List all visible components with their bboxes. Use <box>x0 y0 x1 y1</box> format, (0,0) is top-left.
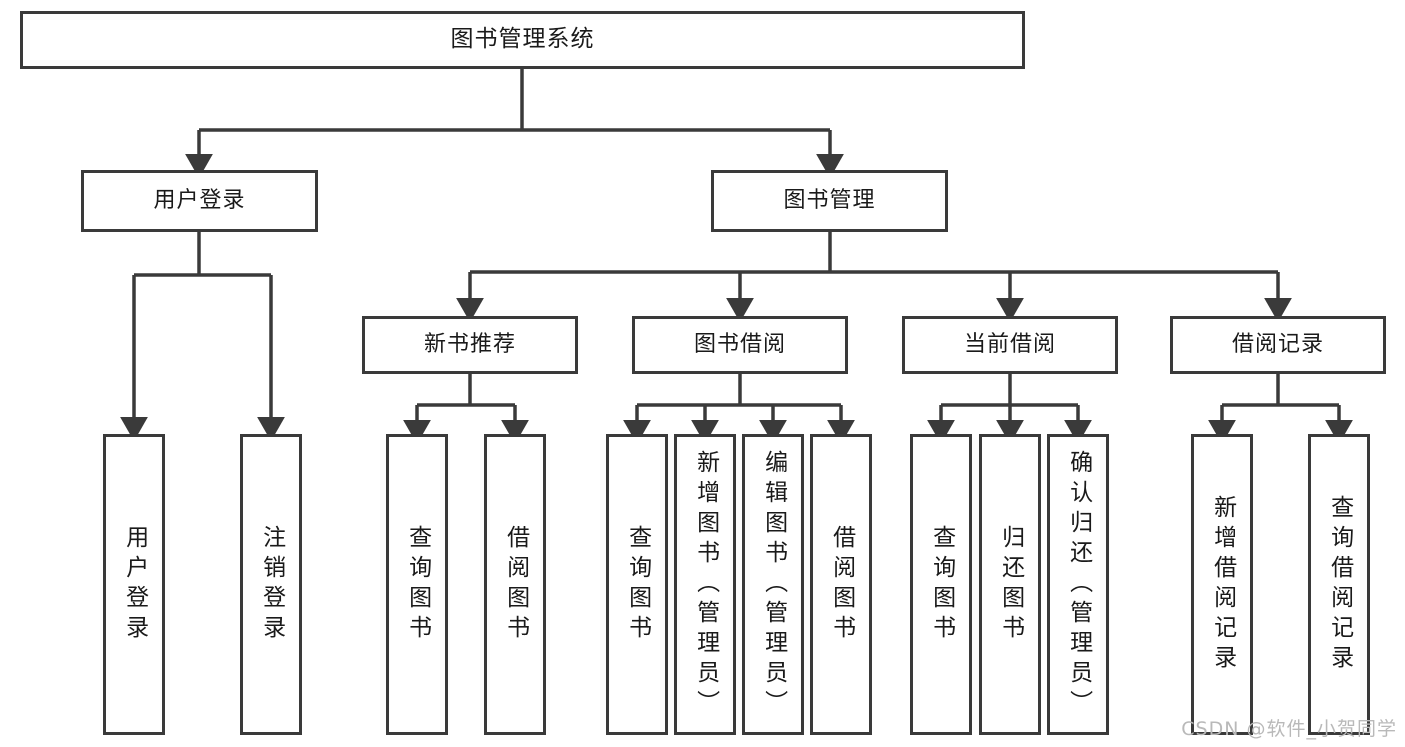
node-leaf-edit-book-admin[interactable]: 编辑图书（管理员） <box>742 434 804 735</box>
node-leaf-query-book-recommend[interactable]: 查询图书 <box>386 434 448 735</box>
node-label: 新增借阅记录 <box>1209 494 1236 675</box>
node-label: 注销登录 <box>258 524 285 645</box>
node-leaf-user-login[interactable]: 用户登录 <box>103 434 165 735</box>
node-label: 归还图书 <box>997 524 1024 645</box>
csdn-watermark: CSDN @软件_小贺同学 <box>1181 718 1397 740</box>
node-label: 新增图书（管理员） <box>692 449 719 720</box>
node-new-book-recommend[interactable]: 新书推荐 <box>362 316 578 374</box>
node-book-borrow[interactable]: 图书借阅 <box>632 316 848 374</box>
node-leaf-borrow-book[interactable]: 借阅图书 <box>810 434 872 735</box>
node-label: 确认归还（管理员） <box>1065 449 1092 720</box>
node-leaf-add-borrow-record[interactable]: 新增借阅记录 <box>1191 434 1253 735</box>
node-user-login[interactable]: 用户登录 <box>81 170 318 232</box>
node-label: 查询借阅记录 <box>1326 494 1353 675</box>
node-leaf-query-book-current[interactable]: 查询图书 <box>910 434 972 735</box>
node-leaf-query-book-borrow[interactable]: 查询图书 <box>606 434 668 735</box>
node-label: 图书管理 <box>783 187 876 213</box>
node-leaf-borrow-book-recommend[interactable]: 借阅图书 <box>484 434 546 735</box>
node-label: 借阅图书 <box>502 524 529 645</box>
node-book-management[interactable]: 图书管理 <box>711 170 948 232</box>
node-label: 当前借阅 <box>963 331 1056 357</box>
node-current-borrow[interactable]: 当前借阅 <box>902 316 1118 374</box>
node-leaf-confirm-return-admin[interactable]: 确认归还（管理员） <box>1047 434 1109 735</box>
node-label: 用户登录 <box>153 187 246 213</box>
node-leaf-return-book[interactable]: 归还图书 <box>979 434 1041 735</box>
node-label: 借阅图书 <box>828 524 855 645</box>
node-borrow-record[interactable]: 借阅记录 <box>1170 316 1386 374</box>
node-label: 图书借阅 <box>693 331 786 357</box>
node-label: 图书管理系统 <box>450 26 595 53</box>
node-label: 编辑图书（管理员） <box>760 449 787 720</box>
node-label: 查询图书 <box>928 524 955 645</box>
node-label: 用户登录 <box>121 524 148 645</box>
node-label: 查询图书 <box>624 524 651 645</box>
node-leaf-query-borrow-record[interactable]: 查询借阅记录 <box>1308 434 1370 735</box>
node-label: 借阅记录 <box>1231 331 1324 357</box>
node-leaf-logout[interactable]: 注销登录 <box>240 434 302 735</box>
node-leaf-add-book-admin[interactable]: 新增图书（管理员） <box>674 434 736 735</box>
node-root-book-management-system[interactable]: 图书管理系统 <box>20 11 1025 69</box>
node-label: 查询图书 <box>404 524 431 645</box>
node-label: 新书推荐 <box>423 331 516 357</box>
